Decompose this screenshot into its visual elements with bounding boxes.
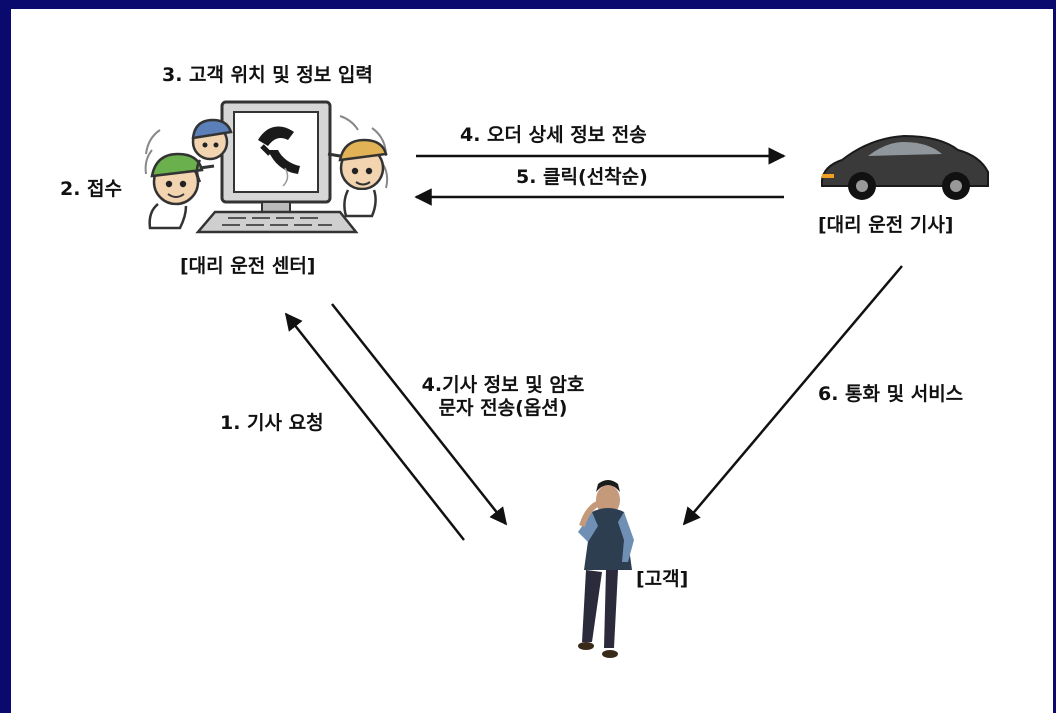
label-step4-order-detail: 4. 오더 상세 정보 전송 (460, 124, 647, 146)
label-step5-click: 5. 클릭(선착순) (516, 166, 648, 188)
label-step3-enter-customer-info: 3. 고객 위치 및 정보 입력 (162, 64, 373, 86)
motion-lines-icon (144, 115, 389, 189)
customer-person-icon (578, 480, 634, 658)
label-step2-reception: 2. 접수 (60, 178, 123, 200)
label-step1-request-driver: 1. 기사 요청 (220, 412, 324, 434)
car-icon (821, 134, 989, 200)
label-call-center: [대리 운전 센터] (180, 255, 316, 277)
monitor-icon (220, 100, 332, 213)
arrow-driver-info-message (331, 303, 508, 526)
call-center-illustration (144, 100, 389, 234)
arrow-driver-request (284, 312, 465, 541)
label-customer: [고객] (636, 568, 689, 590)
label-step4-driver-info-line1: 4.기사 정보 및 암호 (421, 374, 585, 396)
label-driver: [대리 운전 기사] (818, 214, 954, 236)
label-step6-call-service: 6. 통화 및 서비스 (818, 383, 964, 405)
label-step4-driver-info-line2: 문자 전송(옵션) (438, 396, 568, 419)
label-step4-driver-info: 4.기사 정보 및 암호 문자 전송(옵션) (398, 374, 608, 420)
operator-right-icon (327, 138, 388, 218)
keyboard-icon (195, 210, 359, 234)
operator-back-icon (191, 118, 233, 183)
arrow-call-service (682, 265, 903, 526)
operator-left-icon (148, 152, 215, 230)
